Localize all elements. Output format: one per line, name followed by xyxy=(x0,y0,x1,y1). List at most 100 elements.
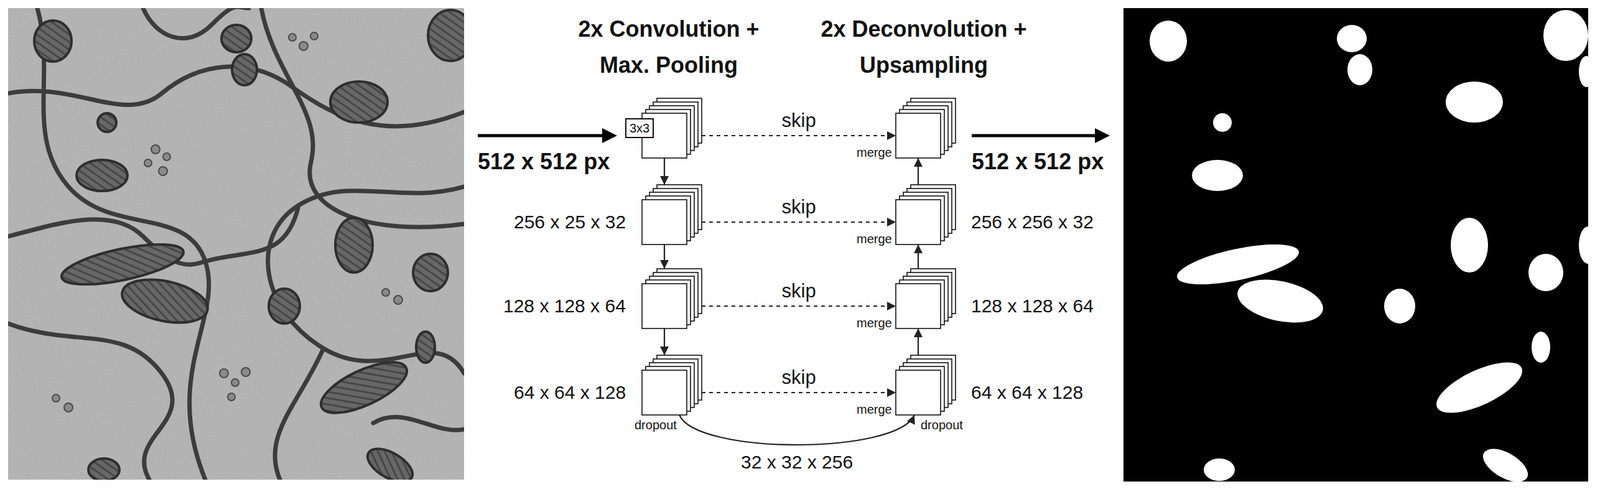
skip-connector xyxy=(701,134,896,137)
feature-block: merge xyxy=(895,98,956,159)
feature-map-layer xyxy=(895,283,941,329)
dimension-label: 256 x 256 x 32 xyxy=(971,210,1094,234)
vesicle xyxy=(393,295,403,305)
vesicle xyxy=(64,403,73,412)
feature-map-layer xyxy=(895,113,941,159)
mask-blob xyxy=(1213,113,1232,132)
vesicle xyxy=(288,33,297,42)
feature-block: merge64 x 64 x 128dropout xyxy=(895,355,956,415)
mitochondrion xyxy=(427,9,465,61)
vesicle xyxy=(162,153,171,161)
feature-block: 128 x 128 x 64 xyxy=(641,268,702,329)
skip-label: skip xyxy=(779,195,819,219)
feature-map-layer xyxy=(895,370,941,415)
mask-blob xyxy=(1191,159,1243,191)
merge-label: merge xyxy=(856,401,893,417)
vesicle xyxy=(52,394,60,402)
vesicle xyxy=(231,378,239,387)
feature-stack-icon xyxy=(895,355,956,415)
skip-connector xyxy=(701,305,896,307)
bottleneck-dimension-label: 32 x 32 x 256 xyxy=(738,451,856,474)
skip-label: skip xyxy=(779,279,819,303)
dimension-label: 64 x 64 x 128 xyxy=(513,381,626,404)
feature-stack-icon xyxy=(641,184,702,245)
cell-membranes xyxy=(8,8,465,480)
feature-block: 64 x 64 x 128dropout xyxy=(641,355,702,415)
mitochondrion xyxy=(335,217,373,273)
dropout-label: dropout xyxy=(920,417,963,433)
mitochondrion xyxy=(413,253,448,292)
connector xyxy=(679,414,915,445)
merge-label: merge xyxy=(856,231,893,247)
arrow-head xyxy=(1094,128,1110,144)
dimension-label: 128 x 128 x 64 xyxy=(971,294,1094,318)
membrane xyxy=(373,416,465,430)
mask-blob xyxy=(1336,24,1367,53)
mask-blob xyxy=(1203,458,1235,481)
dimension-label: 256 x 25 x 32 xyxy=(513,210,626,234)
vesicles xyxy=(52,32,403,412)
dimension-label: 128 x 128 x 64 xyxy=(503,294,626,318)
vesicle xyxy=(227,393,236,401)
mask-ground xyxy=(1123,8,1589,482)
arrow-head xyxy=(602,128,618,144)
merge-label: merge xyxy=(856,315,893,331)
feature-stack-icon xyxy=(895,184,956,245)
dimension-label: 64 x 64 x 128 xyxy=(971,381,1084,404)
feature-block: 256 x 25 x 32 xyxy=(641,184,702,245)
mask-blob xyxy=(1233,272,1327,330)
connector xyxy=(917,158,919,185)
mask-blob xyxy=(1347,54,1373,86)
skip-connector xyxy=(701,221,896,223)
feature-map-layer xyxy=(895,199,941,245)
feature-block: merge128 x 128 x 64 xyxy=(895,268,956,329)
membrane xyxy=(37,8,210,480)
mitochondrion xyxy=(416,331,435,363)
mask-blob xyxy=(1384,288,1416,324)
column-heading: 2x Deconvolution + Upsampling xyxy=(811,11,1036,84)
vesicle xyxy=(299,41,308,51)
dropout-label: dropout xyxy=(634,417,677,433)
vesicle xyxy=(144,159,152,167)
micrograph-grain xyxy=(8,8,465,480)
feature-map-layer xyxy=(641,283,687,329)
arrow-shaft xyxy=(477,134,605,138)
mask-blob xyxy=(1578,226,1589,264)
vesicle xyxy=(151,144,160,154)
kernel-size-box: 3x3 xyxy=(625,118,654,139)
feature-map-layer xyxy=(641,370,687,415)
image-size-label: 512 x 512 px xyxy=(971,148,1104,175)
image-size-label: 512 x 512 px xyxy=(477,148,610,175)
mitochondrion xyxy=(330,81,388,123)
merge-label: merge xyxy=(856,144,893,160)
membrane xyxy=(205,205,299,262)
mask-blobs xyxy=(1149,9,1589,482)
column-heading: 2x Convolution + Max. Pooling xyxy=(556,11,781,84)
mask-blob xyxy=(1477,442,1533,482)
feature-stack-icon xyxy=(641,355,702,415)
mitochondrion xyxy=(88,458,120,480)
mask-blob xyxy=(1578,55,1589,88)
mitochondrion xyxy=(362,442,418,480)
membrane xyxy=(8,323,173,480)
feature-stack-icon xyxy=(641,268,702,329)
mask-blob xyxy=(1149,20,1187,62)
feature-map-layer xyxy=(641,199,687,245)
mitochondria xyxy=(34,9,465,480)
connector xyxy=(917,244,919,269)
connector xyxy=(663,158,666,185)
vesicle xyxy=(241,367,251,377)
mask-blob xyxy=(1450,217,1489,273)
mask-blob xyxy=(1429,352,1530,424)
feature-stack-icon xyxy=(895,268,956,329)
feature-stack-icon xyxy=(895,98,956,159)
micrograph-ground xyxy=(8,8,465,480)
skip-connector xyxy=(701,391,896,394)
vesicle xyxy=(381,288,390,297)
mitochondrion xyxy=(76,159,128,191)
input-arrow xyxy=(477,128,618,144)
membrane xyxy=(274,348,324,480)
